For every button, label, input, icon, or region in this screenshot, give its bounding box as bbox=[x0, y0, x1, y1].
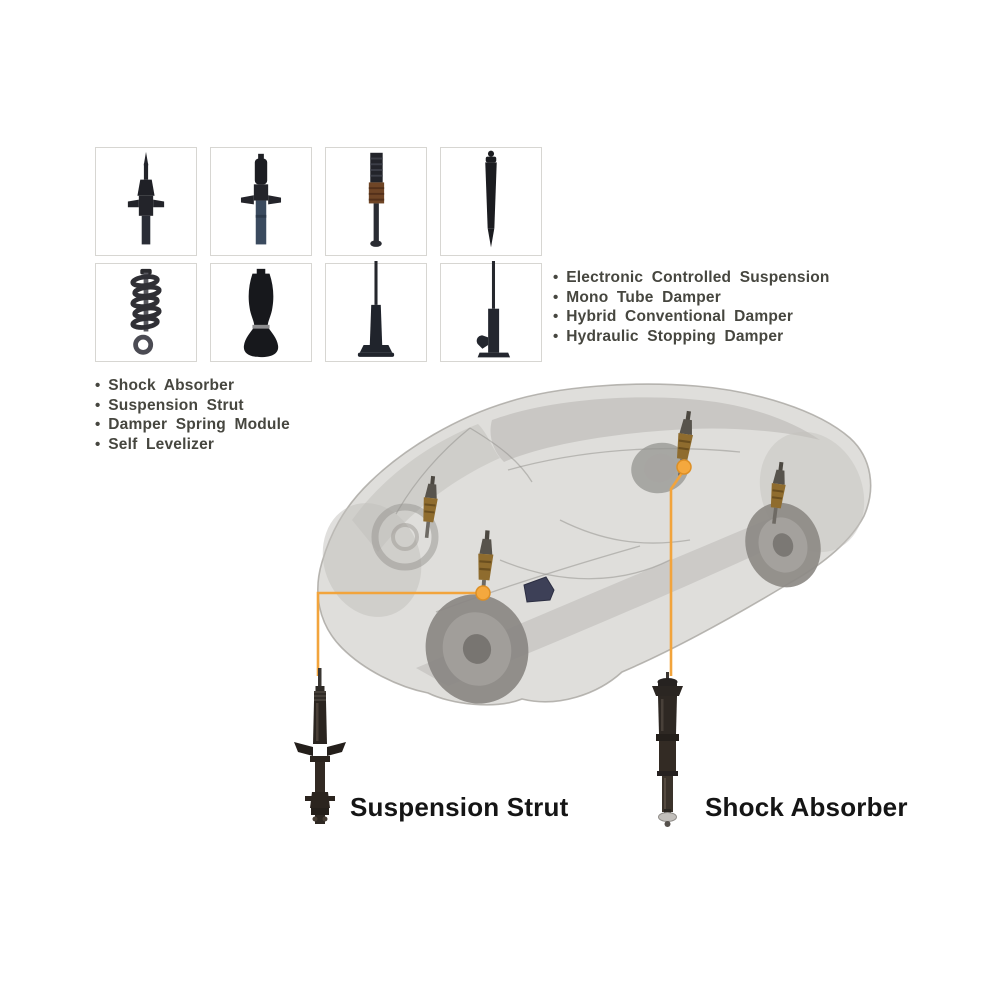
coil-spring-module-icon bbox=[130, 268, 162, 355]
product-grid bbox=[95, 147, 542, 362]
list-item-label: Hydraulic Stopping Damper bbox=[566, 327, 784, 345]
feature-list-product-types: • Shock Absorber • Suspension Strut • Da… bbox=[95, 376, 290, 454]
list-item: • Self Levelizer bbox=[95, 435, 290, 455]
bullet-dot: • bbox=[553, 288, 559, 306]
wheel-front-right-hub bbox=[391, 523, 419, 551]
list-item: • Damper Spring Module bbox=[95, 415, 290, 435]
list-item-label: Hybrid Conventional Damper bbox=[566, 308, 794, 325]
boot-damper-icon bbox=[368, 152, 385, 247]
product-thumb-coil-spring-module bbox=[95, 263, 197, 362]
product-thumb-suspension-strut bbox=[210, 147, 312, 256]
gas-damper-icon bbox=[485, 150, 497, 247]
air-bellows-spring-icon bbox=[243, 268, 279, 358]
list-item: • Electronic Controlled Suspension bbox=[553, 268, 830, 288]
list-item-label: Shock Absorber bbox=[108, 377, 235, 394]
product-thumb-strut-insert bbox=[95, 147, 197, 256]
list-item-label: Electronic Controlled Suspension bbox=[566, 269, 830, 286]
bullet-dot: • bbox=[553, 327, 559, 345]
suspension-strut-icon bbox=[240, 153, 282, 245]
list-item: • Suspension Strut bbox=[95, 396, 290, 416]
product-thumb-gas-damper bbox=[440, 147, 542, 256]
list-item-label: Damper Spring Module bbox=[108, 416, 290, 433]
bullet-dot: • bbox=[553, 269, 559, 286]
suspension-strut-photo bbox=[294, 668, 346, 824]
shock-absorber-photo bbox=[652, 672, 683, 827]
product-thumb-air-bellows bbox=[210, 263, 312, 362]
car-illustration bbox=[317, 383, 872, 706]
bullet-dot: • bbox=[95, 396, 101, 414]
bullet-dot: • bbox=[553, 308, 559, 325]
wheel-front-right bbox=[371, 503, 439, 571]
suspension-strut-label: Suspension Strut bbox=[350, 792, 569, 822]
list-item-label: Self Levelizer bbox=[108, 435, 215, 453]
list-item-label: Mono Tube Damper bbox=[566, 288, 721, 306]
rod-damper-icon bbox=[357, 260, 395, 357]
list-item: • Hybrid Conventional Damper bbox=[553, 307, 830, 327]
shock-absorber-label: Shock Absorber bbox=[705, 792, 908, 822]
wheel-rear-right bbox=[745, 502, 821, 588]
list-item: • Shock Absorber bbox=[95, 376, 290, 396]
car-roof-shade bbox=[490, 397, 820, 462]
list-item-label: Suspension Strut bbox=[108, 396, 244, 414]
product-thumb-boot-damper bbox=[325, 147, 427, 256]
ecu-module bbox=[523, 576, 555, 603]
product-thumb-foot-damper bbox=[440, 260, 542, 362]
bullet-dot: • bbox=[95, 377, 101, 394]
bullet-dot: • bbox=[95, 435, 101, 453]
car-front-fender bbox=[322, 503, 422, 617]
product-thumb-rod-damper bbox=[325, 260, 427, 362]
list-item: • Hydraulic Stopping Damper bbox=[553, 327, 830, 347]
strut-insert-icon bbox=[127, 151, 165, 245]
foot-damper-icon bbox=[476, 260, 511, 357]
bullet-dot: • bbox=[95, 416, 101, 433]
feature-list-damper-types: • Electronic Controlled Suspension • Mon… bbox=[553, 268, 830, 346]
list-item: • Mono Tube Damper bbox=[553, 288, 830, 308]
